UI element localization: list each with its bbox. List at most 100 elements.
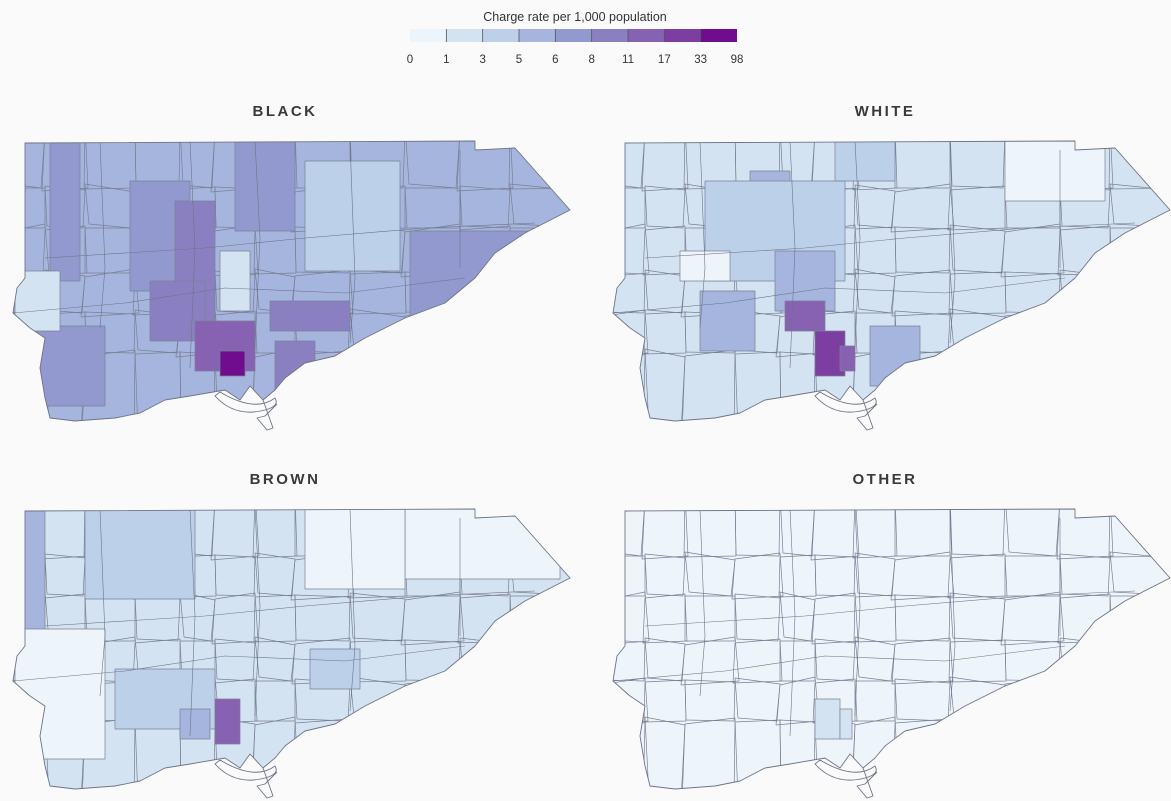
road-line xyxy=(854,141,861,349)
tract-rate-zone xyxy=(409,230,561,342)
census-tract xyxy=(1108,509,1170,558)
road-line xyxy=(13,277,466,314)
census-tract xyxy=(733,351,782,421)
census-tract xyxy=(613,639,646,682)
census-tract xyxy=(684,679,736,722)
census-tract xyxy=(254,552,296,597)
census-tract xyxy=(294,594,351,642)
census-tract xyxy=(509,679,570,722)
census-tract xyxy=(133,351,182,421)
census-tract xyxy=(853,594,897,643)
legend-tick-label: 1 xyxy=(443,54,450,66)
legend-swatch xyxy=(410,29,447,42)
census-tract xyxy=(401,677,464,725)
tract-rate-zone xyxy=(304,509,406,590)
census-tract xyxy=(459,716,511,789)
census-tract xyxy=(949,141,1006,189)
road-line xyxy=(189,141,196,369)
census-tract xyxy=(854,552,896,597)
road-line xyxy=(854,509,861,717)
census-tract xyxy=(253,594,297,643)
census-tract xyxy=(1105,636,1170,686)
census-tract xyxy=(1056,509,1114,560)
census-tract xyxy=(949,592,1006,642)
road-line xyxy=(789,509,796,737)
legend-swatch xyxy=(555,29,593,42)
census-tract xyxy=(1058,311,1112,355)
legend-tick-label: 33 xyxy=(694,54,708,66)
tract-rate-zone xyxy=(839,345,856,372)
census-tract xyxy=(506,349,570,421)
road-line xyxy=(254,509,261,717)
census-tract xyxy=(680,636,740,686)
road-line xyxy=(349,141,356,344)
census-tract xyxy=(13,718,46,789)
road-line xyxy=(99,141,106,329)
road-line xyxy=(99,509,106,697)
choropleth-map xyxy=(612,140,1171,431)
city-boundary xyxy=(12,508,571,790)
legend-swatch xyxy=(519,29,556,42)
tract-rate-zone xyxy=(214,698,241,745)
census-tract xyxy=(891,269,954,317)
census-tract xyxy=(644,348,686,421)
toronto-islands xyxy=(214,391,277,413)
census-tract xyxy=(948,639,1007,683)
tract-rate-zone xyxy=(839,708,853,740)
census-tract xyxy=(211,592,259,645)
census-tract xyxy=(810,141,860,193)
road-line xyxy=(699,509,706,697)
map-panel-black: BLACK xyxy=(5,103,590,433)
choropleth-map xyxy=(12,508,571,799)
census-tract xyxy=(459,348,511,421)
leslie-spit xyxy=(256,767,278,799)
tract-rate-zone xyxy=(404,509,561,580)
toronto-islands xyxy=(814,759,877,781)
census-tract xyxy=(641,141,689,192)
tract-rate-zone xyxy=(699,290,756,352)
map-panel-white: WHITE xyxy=(605,103,1171,433)
census-tract xyxy=(814,554,856,597)
road-line xyxy=(644,590,1136,627)
census-tract xyxy=(401,309,464,357)
census-tract xyxy=(13,350,46,421)
leslie-spit xyxy=(856,399,878,431)
census-tract xyxy=(44,553,86,597)
census-tract xyxy=(644,269,686,314)
census-tract xyxy=(734,509,781,557)
census-tract xyxy=(854,184,896,229)
panel-title: BLACK xyxy=(252,103,318,120)
census-tract xyxy=(1059,716,1111,789)
census-tract xyxy=(613,677,649,725)
tract-rate-zone xyxy=(34,325,106,407)
census-tract xyxy=(404,718,461,789)
tract-rate-zone xyxy=(22,509,46,640)
legend-tick-label: 11 xyxy=(622,54,634,66)
tract-rate-zone xyxy=(834,141,896,182)
census-tract xyxy=(949,224,1006,274)
map-base-fill xyxy=(613,509,1170,789)
leslie-spit xyxy=(856,767,878,799)
census-tract xyxy=(949,352,1006,421)
panel-title: OTHER xyxy=(852,471,918,488)
tract-rate-zone xyxy=(309,648,361,690)
road-line xyxy=(949,509,956,712)
toronto-islands xyxy=(814,391,877,413)
panel-title: BROWN xyxy=(249,471,321,488)
census-tract xyxy=(1001,309,1064,357)
census-tract xyxy=(613,350,646,421)
census-tract xyxy=(349,720,406,789)
census-tract xyxy=(644,637,686,682)
legend-tick-label: 6 xyxy=(552,54,559,66)
census-tract xyxy=(1004,350,1061,421)
census-tract xyxy=(210,509,260,561)
road-line xyxy=(189,509,196,737)
census-tract xyxy=(734,677,781,722)
census-tract xyxy=(778,554,817,598)
census-tract xyxy=(684,595,736,642)
census-tract xyxy=(214,638,256,682)
census-tract xyxy=(731,552,784,600)
census-tract xyxy=(811,592,859,645)
census-tract xyxy=(505,268,570,318)
census-tract xyxy=(349,592,406,642)
